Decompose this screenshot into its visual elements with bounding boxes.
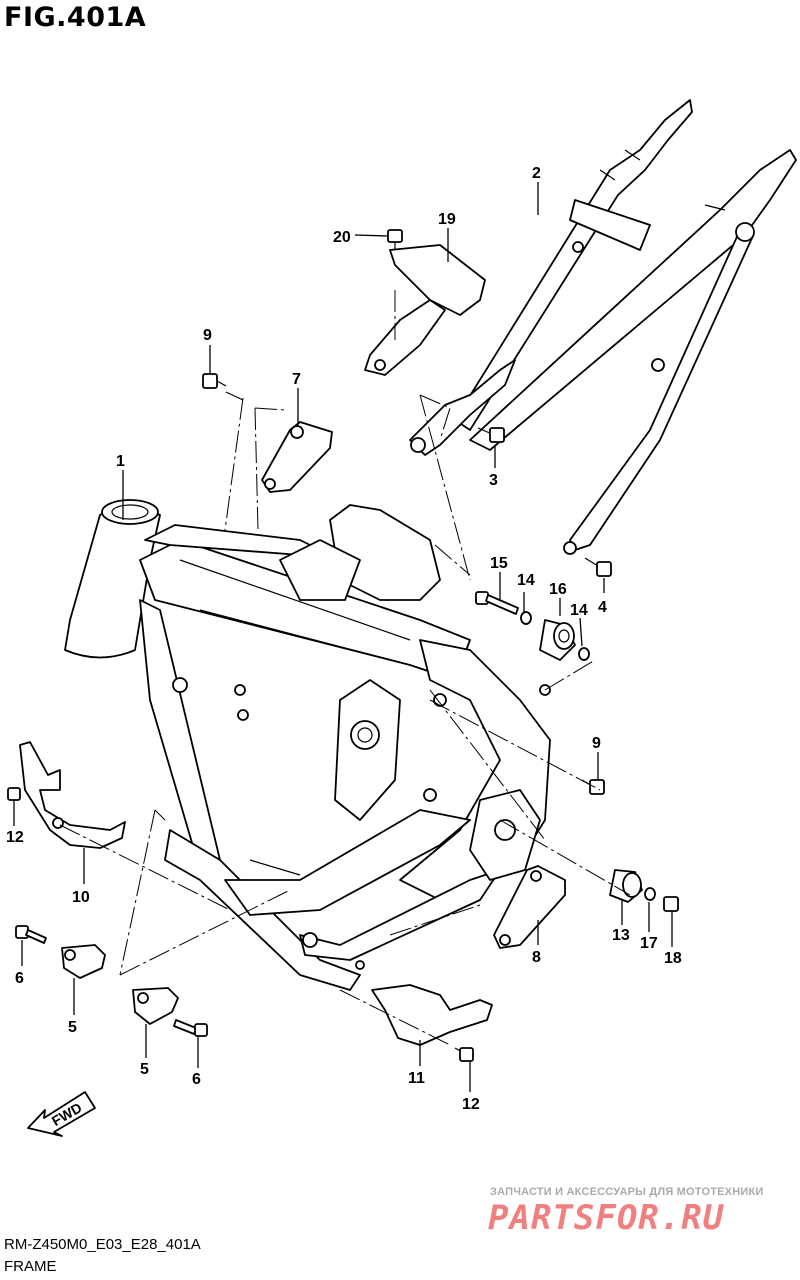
leader-lines xyxy=(13,182,673,1092)
callout-4: 4 xyxy=(598,599,607,616)
callout-12-right: 12 xyxy=(462,1096,480,1113)
callout-13: 13 xyxy=(612,927,630,944)
washer-14-left xyxy=(520,611,532,625)
watermark-tagline: ЗАПЧАСТИ И АКСЕССУАРЫ ДЛЯ МОТОТЕХНИКИ xyxy=(490,1186,764,1198)
diagram-caption: FRAME xyxy=(4,1258,57,1275)
callout-10: 10 xyxy=(72,889,90,906)
diagram-code: RM-Z450M0_E03_E28_401A xyxy=(4,1236,201,1253)
bracket-5-right xyxy=(132,987,179,1025)
nut-18 xyxy=(663,896,679,912)
watermark-logo: PARTSFOR.RU xyxy=(488,1198,725,1238)
callout-2: 2 xyxy=(532,165,541,182)
callout-6-right: 6 xyxy=(192,1071,201,1088)
callout-1: 1 xyxy=(116,453,125,470)
callout-3: 3 xyxy=(489,472,498,489)
bolt-6-left xyxy=(15,925,47,944)
callout-9-mid: 9 xyxy=(592,735,601,752)
washer-17 xyxy=(644,887,656,901)
callout-5-right: 5 xyxy=(140,1061,149,1078)
callout-14-left: 14 xyxy=(517,572,535,589)
callout-12-left: 12 xyxy=(6,829,24,846)
callout-17: 17 xyxy=(640,935,658,952)
figure-title: FIG.401A xyxy=(4,2,147,33)
callout-6-left: 6 xyxy=(15,970,24,987)
callout-15: 15 xyxy=(490,555,508,572)
bushing-13 xyxy=(609,869,643,903)
guard-11 xyxy=(371,984,493,1046)
callout-16: 16 xyxy=(549,581,567,598)
bracket-7 xyxy=(261,421,333,493)
callout-14-right: 14 xyxy=(570,602,588,619)
callout-11: 11 xyxy=(408,1070,425,1087)
bolt-4 xyxy=(584,557,612,577)
bracket-5-left xyxy=(61,944,106,979)
callout-19: 19 xyxy=(438,211,456,228)
callout-8: 8 xyxy=(532,949,541,966)
bolt-12-right xyxy=(454,1047,474,1062)
washer-14-right xyxy=(578,647,590,661)
bolt-20 xyxy=(387,229,403,250)
bracket-19 xyxy=(364,244,486,376)
bolt-6-right xyxy=(173,1019,208,1037)
callout-labels: 1 2 3 4 5 5 6 6 7 8 9 9 10 11 12 12 13 1… xyxy=(6,165,682,1113)
bracket-8 xyxy=(493,865,566,949)
bushing-16 xyxy=(539,619,576,661)
callout-9-top: 9 xyxy=(203,327,212,344)
callout-5-left: 5 xyxy=(68,1019,77,1036)
callout-20: 20 xyxy=(333,229,351,246)
bolt-3 xyxy=(477,427,505,443)
callout-7: 7 xyxy=(292,371,301,388)
main-frame xyxy=(64,499,551,991)
bolt-12-left xyxy=(7,787,21,806)
fwd-direction-arrow: FWD xyxy=(27,1091,96,1137)
guard-10 xyxy=(19,741,126,849)
bolt-9-top xyxy=(202,373,227,389)
bolt-15 xyxy=(475,591,519,615)
rear-subframe xyxy=(409,99,797,555)
callout-18: 18 xyxy=(664,950,682,967)
